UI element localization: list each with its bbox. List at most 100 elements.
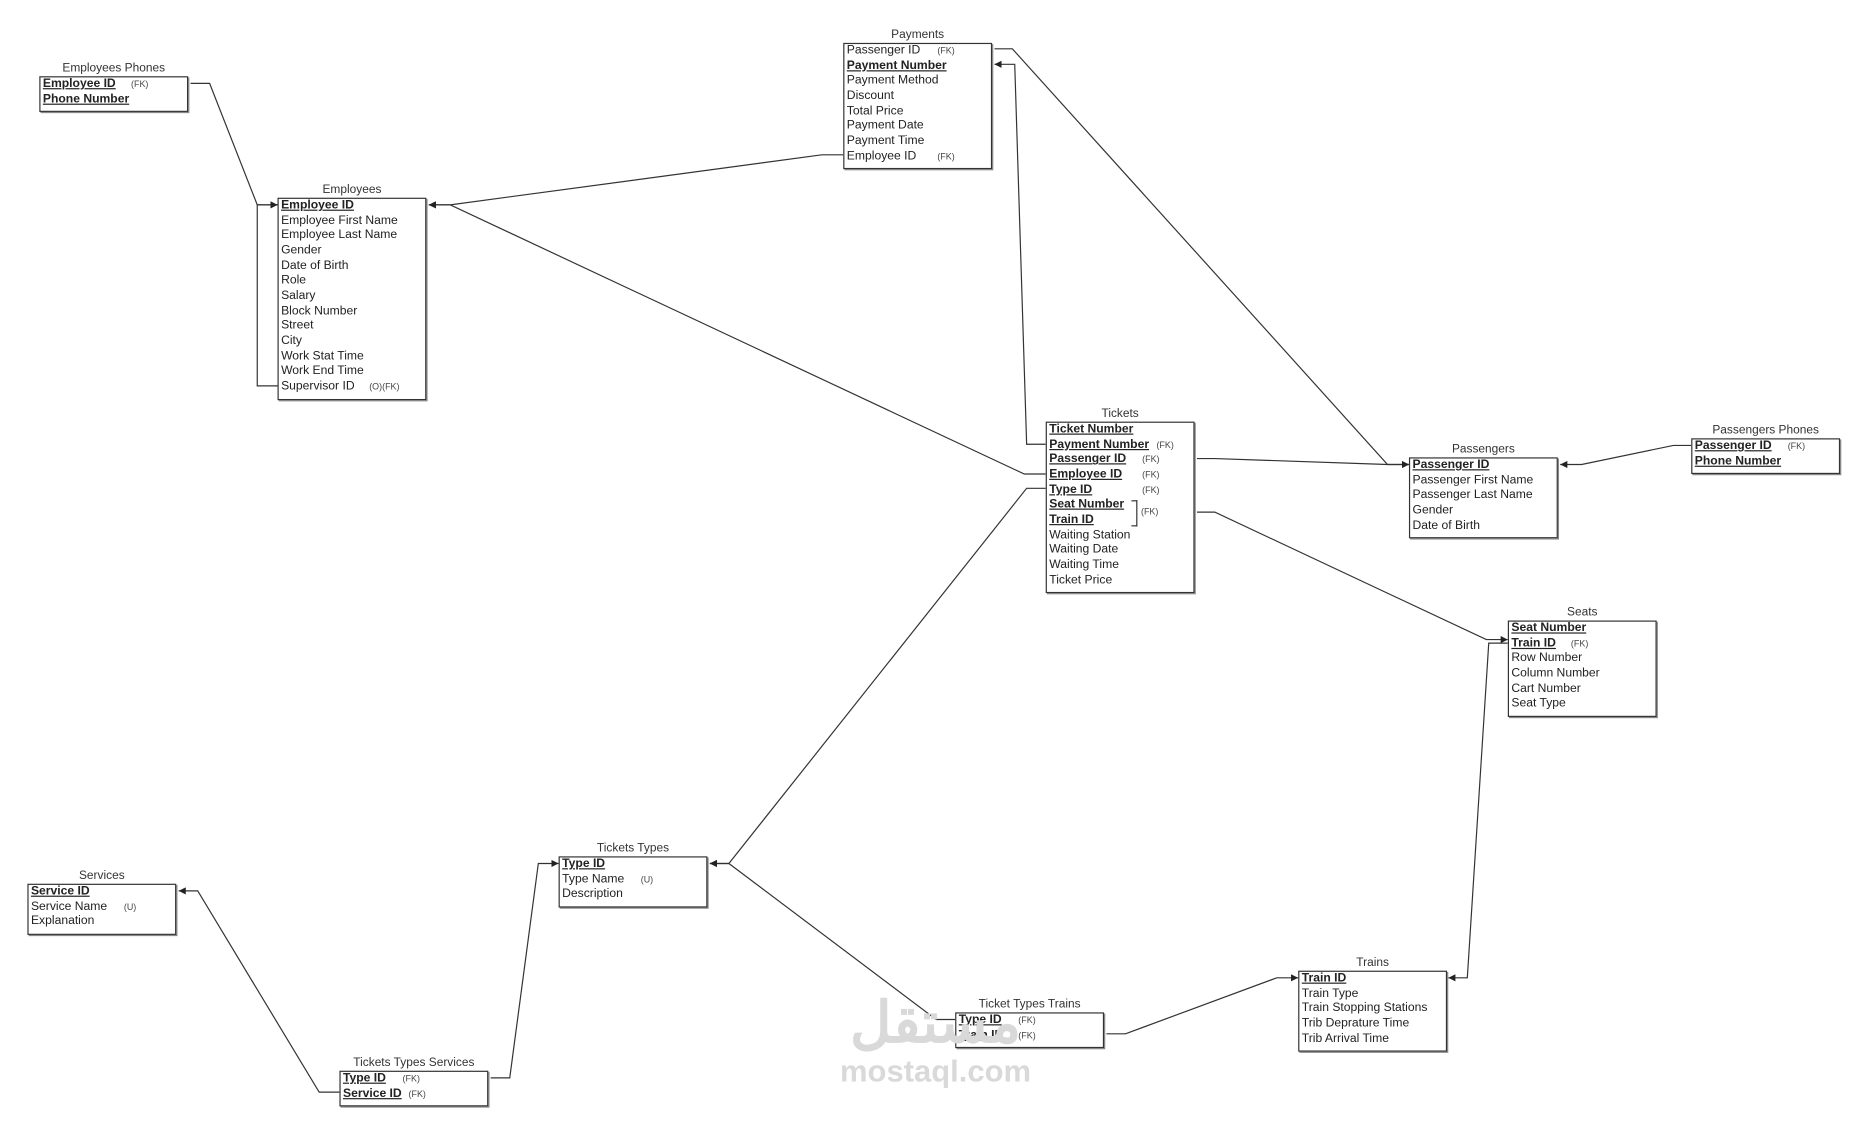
attribute-label: Trib Deprature Time <box>1301 1017 1410 1031</box>
attribute-row[interactable]: Phone Number <box>1692 455 1838 470</box>
attribute-row[interactable]: Passenger Last Name <box>1410 489 1556 504</box>
attribute-row[interactable]: Employee ID(FK) <box>40 77 186 92</box>
attribute-row[interactable]: Description <box>560 888 706 903</box>
attribute-row[interactable]: Total Price <box>844 104 990 119</box>
attribute-row[interactable]: Train Stopping Stations <box>1299 1002 1445 1017</box>
attribute-row[interactable]: Salary <box>279 289 425 304</box>
relationship-line[interactable] <box>1196 457 1409 469</box>
attribute-row[interactable]: Waiting Station <box>1047 528 1193 543</box>
attribute-row[interactable]: Waiting Date <box>1047 543 1193 558</box>
attribute-row[interactable]: Work End Time <box>279 365 425 380</box>
attribute-row[interactable]: Type ID(FK) <box>341 1072 487 1087</box>
primary-key-label: Type ID <box>562 857 606 871</box>
attribute-row[interactable]: Trib Deprature Time <box>1299 1017 1445 1032</box>
attribute-row[interactable]: Date of Birth <box>1410 519 1556 534</box>
attribute-row[interactable]: Role <box>279 274 425 289</box>
attribute-row[interactable]: Gender <box>1410 504 1556 519</box>
attribute-row[interactable]: Block Number <box>279 304 425 319</box>
relationship-line[interactable] <box>994 48 1409 469</box>
attribute-row[interactable]: City <box>279 335 425 350</box>
relationship-line[interactable] <box>178 887 340 1093</box>
attribute-row[interactable]: Employee First Name <box>279 214 425 229</box>
attribute-row[interactable]: Seat Number <box>1509 622 1655 637</box>
attribute-row[interactable]: Cart Number <box>1509 682 1655 697</box>
attribute-row[interactable]: Trib Arrival Time <box>1299 1032 1445 1047</box>
attribute-row[interactable]: Service ID(FK) <box>341 1087 487 1102</box>
attribute-row[interactable]: Employee Last Name <box>279 229 425 244</box>
attribute-row[interactable]: Seat Number <box>1047 498 1193 513</box>
relationship-line[interactable] <box>490 859 559 1079</box>
primary-key-label: Employee ID <box>42 77 116 91</box>
relationship-line[interactable] <box>1560 444 1692 469</box>
attribute-row[interactable]: Type ID(FK) <box>1047 483 1193 498</box>
attribute-row[interactable]: Type ID <box>560 858 706 873</box>
attribute-row[interactable]: Ticket Number <box>1047 423 1193 438</box>
relationship-line[interactable] <box>709 487 1046 868</box>
attribute-row[interactable]: Employee ID(FK) <box>844 150 990 165</box>
attribute-row[interactable]: Passenger ID(FK) <box>844 44 990 59</box>
mostaql-watermark-logo: مستقل mostaql.com <box>819 994 1051 1087</box>
relationship-line[interactable] <box>1106 974 1299 1035</box>
attribute-row[interactable]: Employee ID <box>279 199 425 214</box>
attribute-label: Service Name <box>30 899 108 914</box>
attribute-row[interactable]: Column Number <box>1509 667 1655 682</box>
attribute-row[interactable]: Passenger ID <box>1410 459 1556 474</box>
attribute-row[interactable]: Train ID <box>1047 513 1193 528</box>
attribute-row[interactable]: Street <box>279 319 425 334</box>
attribute-label: Work Stat Time <box>281 349 364 363</box>
attribute-row[interactable]: Discount <box>844 89 990 104</box>
attribute-row[interactable]: Phone Number <box>40 92 186 107</box>
attribute-row[interactable]: Explanation <box>29 915 175 930</box>
attribute-row[interactable]: Ticket Price <box>1047 574 1193 589</box>
attribute-row[interactable]: Payment Time <box>844 135 990 150</box>
attribute-row[interactable]: Train ID <box>1299 972 1445 987</box>
attribute-row[interactable]: Passenger ID(FK) <box>1047 453 1193 468</box>
relationship-line[interactable] <box>1448 642 1508 982</box>
attribute-row[interactable]: Train ID(FK) <box>956 1029 1102 1044</box>
attribute-row[interactable]: Type ID(FK) <box>956 1014 1102 1029</box>
attribute-row[interactable]: Seat Type <box>1509 697 1655 712</box>
relationship-line[interactable] <box>709 859 956 1021</box>
attribute-row[interactable]: Row Number <box>1509 652 1655 667</box>
attribute-row[interactable]: Supervisor ID(O)(FK) <box>279 380 425 395</box>
relationship-line[interactable] <box>256 201 278 387</box>
attribute-row[interactable]: Payment Date <box>844 119 990 134</box>
attribute-row[interactable]: Train Type <box>1299 987 1445 1002</box>
attribute-row[interactable]: Gender <box>279 244 425 259</box>
primary-key-label: Type ID <box>1049 483 1093 497</box>
attribute-label: Salary <box>281 289 316 303</box>
relationship-line[interactable] <box>428 154 844 209</box>
relationship-line[interactable] <box>1196 511 1508 644</box>
attribute-row[interactable]: Date of Birth <box>279 259 425 274</box>
attribute-row[interactable]: Type Name(U) <box>560 873 706 888</box>
attribute-row[interactable]: Passenger ID(FK) <box>1692 439 1838 454</box>
attribute-row[interactable]: Payment Method <box>844 74 990 89</box>
attribute-row[interactable]: Train ID(FK) <box>1509 637 1655 652</box>
primary-key-label: Seat Number <box>1049 498 1125 512</box>
key-note: (FK) <box>1570 637 1589 649</box>
relationship-line[interactable] <box>994 60 1046 445</box>
key-note: (FK) <box>1018 1014 1036 1026</box>
attribute-row[interactable]: Work Stat Time <box>279 350 425 365</box>
attribute-row[interactable]: Employee ID(FK) <box>1047 468 1193 483</box>
key-note: (FK) <box>1142 454 1160 465</box>
attribute-row[interactable]: Payment Number <box>844 59 990 74</box>
attribute-row[interactable]: Service Name(U) <box>29 900 175 915</box>
relationship-line[interactable] <box>428 201 1046 475</box>
attribute-row[interactable]: Service ID <box>29 885 175 900</box>
attribute-row[interactable]: Payment Number(FK) <box>1047 438 1193 453</box>
attribute-row[interactable]: Passenger First Name <box>1410 474 1556 489</box>
attribute-row[interactable]: Waiting Time <box>1047 558 1193 573</box>
